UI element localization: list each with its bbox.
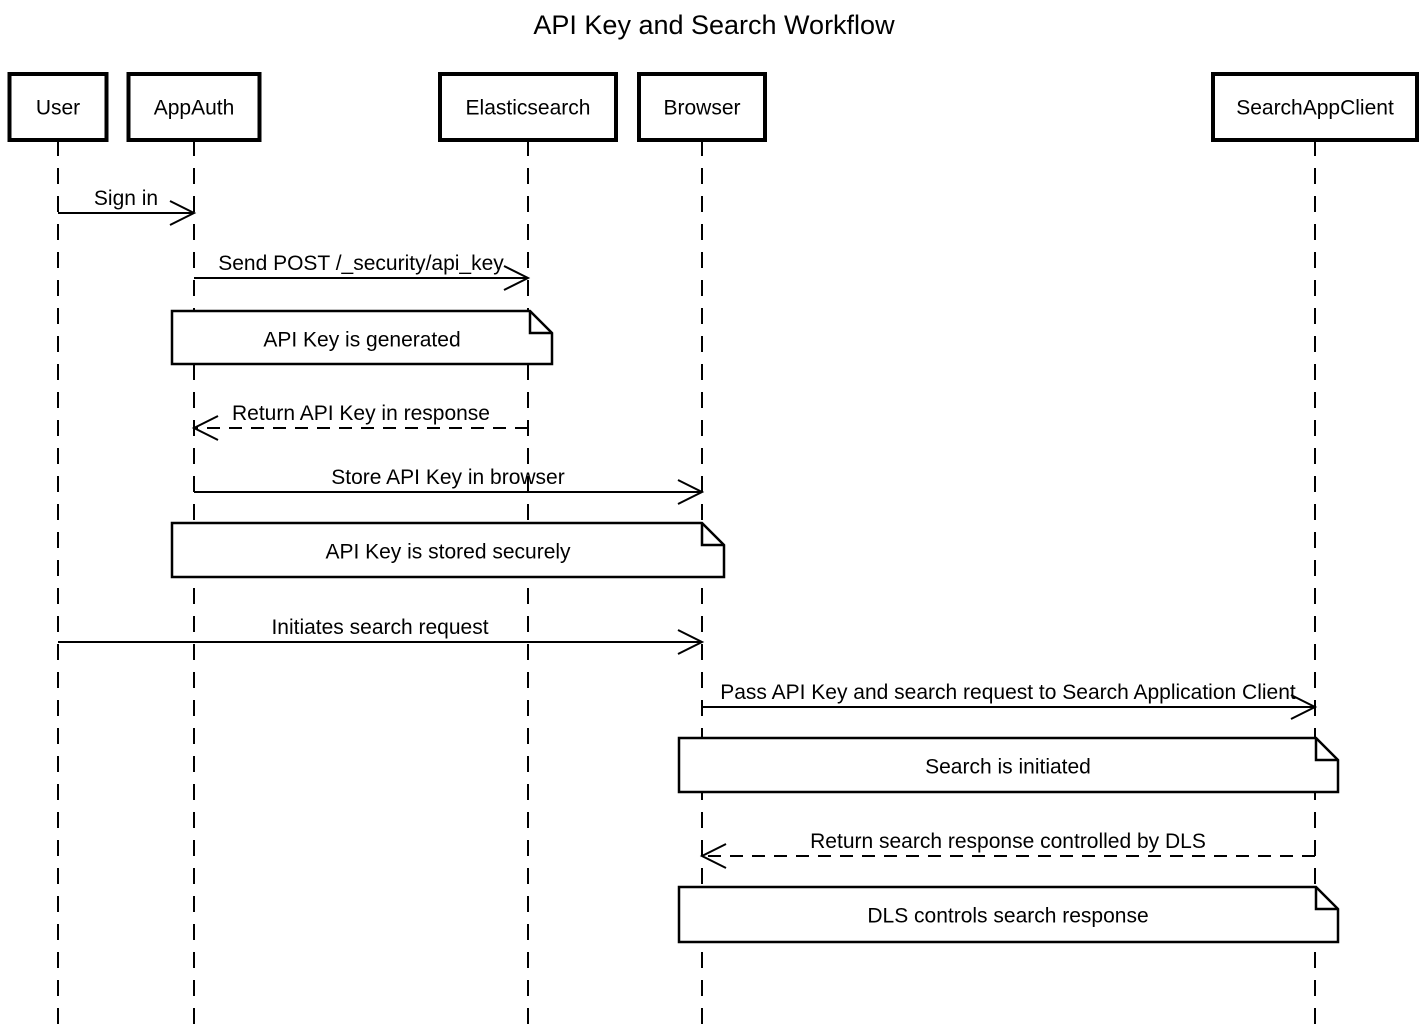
participant-label-browser: Browser xyxy=(663,97,740,120)
participant-label-appauth: AppAuth xyxy=(154,97,235,120)
message-store-api-key: Store API Key in browser xyxy=(194,466,705,505)
note-search-is-initiated: Search is initiated xyxy=(677,736,1340,794)
message-pass-api-key-and-search-request: Pass API Key and search request to Searc… xyxy=(702,681,1318,720)
message-label: Return search response controlled by DLS xyxy=(810,830,1206,853)
participant-searchappclient: SearchAppClient xyxy=(1211,72,1419,142)
participant-elasticsearch: Elasticsearch xyxy=(438,72,618,142)
message-label: Sign in xyxy=(94,187,158,210)
message-return-api-key: Return API Key in response xyxy=(191,402,528,441)
note-label: Search is initiated xyxy=(925,756,1091,779)
arrowhead xyxy=(191,415,219,441)
arrowhead xyxy=(1290,694,1318,720)
arrowhead xyxy=(169,200,197,226)
note-label: API Key is generated xyxy=(263,329,460,352)
participant-box-user xyxy=(7,72,109,142)
note-api-key-stored-securely: API Key is stored securely xyxy=(170,521,726,579)
participant-box-searchappclient xyxy=(1211,72,1419,142)
arrowhead xyxy=(677,479,705,505)
note-label: DLS controls search response xyxy=(867,905,1148,928)
participant-label-searchappclient: SearchAppClient xyxy=(1236,97,1394,120)
note-box xyxy=(170,309,554,366)
message-label: Initiates search request xyxy=(271,616,488,639)
message-initiates-search-request: Initiates search request xyxy=(58,616,705,655)
arrowhead xyxy=(503,265,531,291)
participant-label-elasticsearch: Elasticsearch xyxy=(466,97,591,120)
note-box xyxy=(677,885,1340,944)
arrowhead xyxy=(699,843,727,869)
message-label: Send POST /_security/api_key xyxy=(218,252,504,275)
message-label: Pass API Key and search request to Searc… xyxy=(720,681,1296,704)
note-fold-corner xyxy=(1314,738,1338,762)
note-fold-corner xyxy=(700,523,724,547)
participant-user: User xyxy=(7,72,109,142)
message-return-search-response: Return search response controlled by DLS xyxy=(699,830,1315,869)
note-api-key-generated: API Key is generated xyxy=(170,309,554,366)
note-dls-controls-search-response: DLS controls search response xyxy=(677,885,1340,944)
participant-label-user: User xyxy=(36,97,80,120)
message-label: Store API Key in browser xyxy=(331,466,564,489)
participant-browser: Browser xyxy=(637,72,767,142)
participant-appauth: AppAuth xyxy=(126,72,262,142)
diagram-title: API Key and Search Workflow xyxy=(533,10,895,40)
message-label: Return API Key in response xyxy=(232,402,490,425)
arrowhead xyxy=(677,629,705,655)
message-sign-in: Sign in xyxy=(58,187,197,226)
participant-box-browser xyxy=(637,72,767,142)
note-fold-corner xyxy=(1314,887,1338,911)
message-send-post-api-key: Send POST /_security/api_key xyxy=(194,252,531,291)
participant-box-elasticsearch xyxy=(438,72,618,142)
note-label: API Key is stored securely xyxy=(325,541,571,564)
note-fold-corner xyxy=(528,311,552,335)
note-box xyxy=(170,521,726,579)
participant-box-appauth xyxy=(126,72,262,142)
note-box xyxy=(677,736,1340,794)
